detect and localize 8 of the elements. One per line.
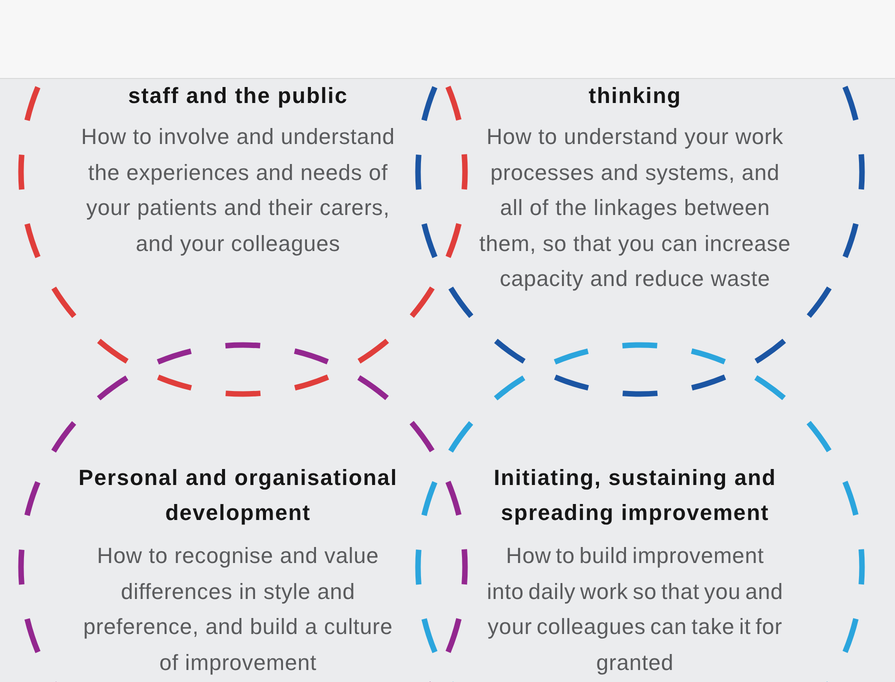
heading: Personal and organisational development (78, 464, 398, 527)
heading: staff and the public (127, 82, 349, 110)
heading: Initiating, sustaining and spreading improvement (492, 464, 778, 527)
heading: thinking (588, 82, 682, 110)
description: How to understand your work processes and systems, and all of the linkages between them, so that you can increase capacity and reduce waste (478, 123, 792, 293)
description: How to recognise and value differences in style and preference, and build a culture of improvement (82, 542, 394, 677)
description: How to involve and understand the experiences and needs of your patients and their carers, and your colleagues (80, 123, 396, 258)
description: How to build improvement into daily work so that you and your colleagues can take it for granted (486, 542, 784, 677)
